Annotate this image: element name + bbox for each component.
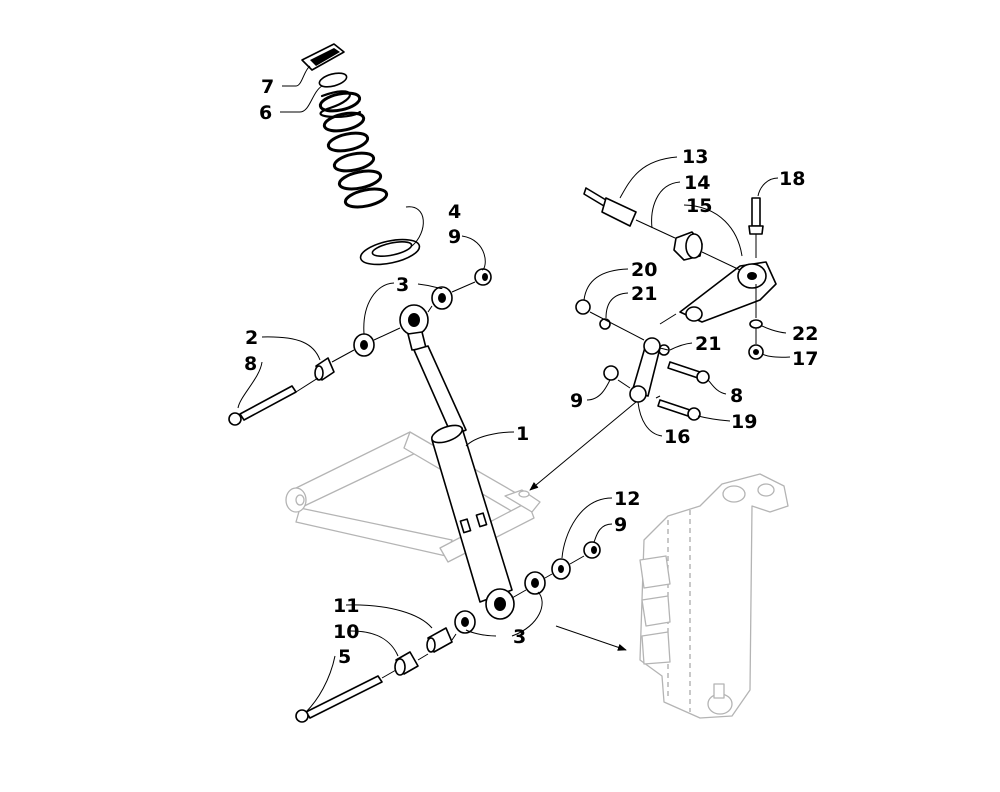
callout-4: 4 bbox=[448, 201, 461, 223]
part-12-bushing bbox=[551, 558, 571, 580]
callout-3-upper: 3 bbox=[396, 274, 409, 296]
part-9-nut-lower bbox=[583, 541, 601, 559]
callout-19: 19 bbox=[731, 411, 757, 433]
callout-12: 12 bbox=[614, 488, 640, 510]
part-5-bolt-lower bbox=[295, 675, 383, 723]
part-3-bushing-upper-right bbox=[431, 286, 453, 310]
callout-16: 16 bbox=[664, 426, 690, 448]
callout-15: 15 bbox=[686, 195, 712, 217]
ghost-spindle bbox=[639, 473, 789, 719]
callout-labels: 7 6 4 9 3 2 8 1 11 10 5 3 12 9 13 14 15 … bbox=[244, 76, 818, 668]
part-9-nut-upper bbox=[474, 268, 492, 286]
part-18-bolt bbox=[748, 197, 764, 258]
callout-20: 20 bbox=[631, 259, 657, 281]
part-11-sleeve bbox=[426, 627, 453, 653]
part-8-bolt-upper bbox=[228, 385, 297, 426]
callout-8-mid: 8 bbox=[730, 385, 743, 407]
callout-10: 10 bbox=[333, 621, 359, 643]
assembly-axis-lines bbox=[295, 281, 757, 679]
part-2-sleeve bbox=[314, 357, 335, 381]
callout-17: 17 bbox=[792, 348, 818, 370]
part-19-bolt bbox=[657, 399, 701, 421]
callout-18: 18 bbox=[779, 168, 805, 190]
part-14-bushing bbox=[673, 231, 703, 261]
part-22-washer bbox=[749, 319, 763, 329]
part-8-bolt-mid bbox=[667, 361, 710, 384]
callout-8-upper: 8 bbox=[244, 353, 257, 375]
reference-arrows bbox=[529, 401, 637, 651]
callout-9-mid: 9 bbox=[570, 390, 583, 412]
part-3-bushing-lower-right bbox=[524, 571, 546, 595]
callout-2: 2 bbox=[245, 327, 258, 349]
leader-lines bbox=[237, 65, 791, 713]
callout-6: 6 bbox=[259, 102, 272, 124]
part-9-nut-mid bbox=[603, 365, 619, 381]
part-4-spring-seat bbox=[359, 238, 421, 266]
callout-5: 5 bbox=[338, 646, 351, 668]
part-6-retainer bbox=[318, 72, 348, 88]
part-21-washer-left bbox=[599, 318, 611, 330]
part-10-spacer bbox=[394, 651, 419, 676]
callout-21-upper: 21 bbox=[631, 283, 657, 305]
part-3-bushing-upper-left bbox=[353, 333, 375, 357]
callout-13: 13 bbox=[682, 146, 708, 168]
callout-1: 1 bbox=[516, 423, 529, 445]
callout-3-lower: 3 bbox=[513, 626, 526, 648]
ghost-a-arm bbox=[285, 431, 541, 563]
part-13-cable bbox=[583, 187, 676, 239]
callout-9-lower: 9 bbox=[614, 514, 627, 536]
coil-spring bbox=[318, 90, 389, 209]
part-15-bell-crank bbox=[679, 251, 777, 323]
part-7-spring-cap bbox=[301, 43, 345, 71]
part-16-link bbox=[629, 337, 661, 403]
callout-21-lower: 21 bbox=[695, 333, 721, 355]
callout-11: 11 bbox=[333, 595, 359, 617]
callout-7: 7 bbox=[261, 76, 274, 98]
part-3-bushing-lower-left bbox=[454, 610, 476, 634]
callout-22: 22 bbox=[792, 323, 818, 345]
part-1-shock-absorber bbox=[399, 304, 515, 620]
callout-9-upper: 9 bbox=[448, 226, 461, 248]
callout-14: 14 bbox=[684, 172, 710, 194]
part-17-nut bbox=[748, 344, 764, 360]
part-20-nut bbox=[575, 299, 591, 315]
